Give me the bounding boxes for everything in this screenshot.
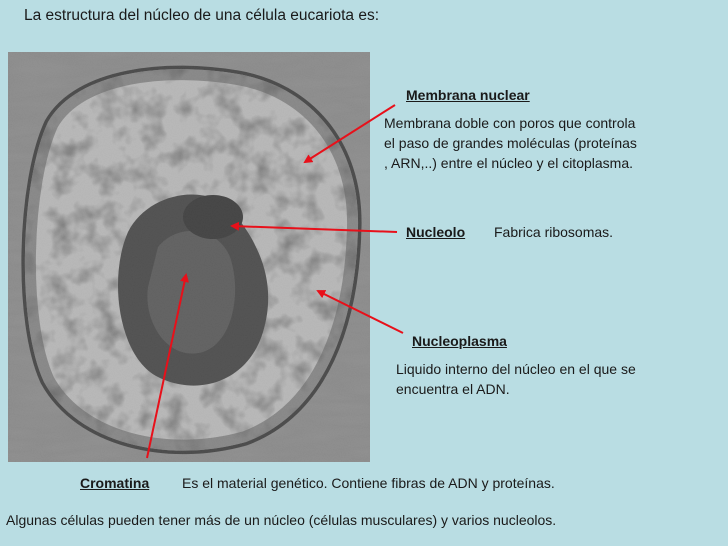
label-nucleolo: Nucleolo xyxy=(406,224,466,240)
desc-membrana-line-3: , ARN,..) entre el núcleo y el citoplasm… xyxy=(384,155,633,171)
label-nucleoplasma: Nucleoplasma xyxy=(412,333,507,349)
arrow-membrana xyxy=(303,104,396,164)
arrow-nucleolo xyxy=(230,221,398,233)
desc-nucleoplasma-line-2: encuentra el ADN. xyxy=(396,381,510,397)
label-membrana-nuclear: Membrana nuclear xyxy=(406,87,530,103)
arrow-nucleoplasma xyxy=(316,290,404,334)
desc-membrana-line-2: el paso de grandes moléculas (proteínas xyxy=(384,135,637,151)
label-cromatina: Cromatina xyxy=(80,475,150,491)
desc-nucleoplasma-line-1: Liquido interno del núcleo en el que se xyxy=(396,361,636,377)
desc-membrana-line-1: Membrana doble con poros que controla xyxy=(384,115,636,131)
slide-title: La estructura del núcleo de una célula e… xyxy=(24,7,380,24)
desc-nucleolo: Fabrica ribosomas. xyxy=(494,224,614,240)
arrow-cromatina xyxy=(146,273,189,459)
nucleus-micrograph xyxy=(8,52,370,462)
footer-note: Algunas células pueden tener más de un n… xyxy=(6,512,557,528)
desc-cromatina: Es el material genético. Contiene fibras… xyxy=(182,475,555,491)
